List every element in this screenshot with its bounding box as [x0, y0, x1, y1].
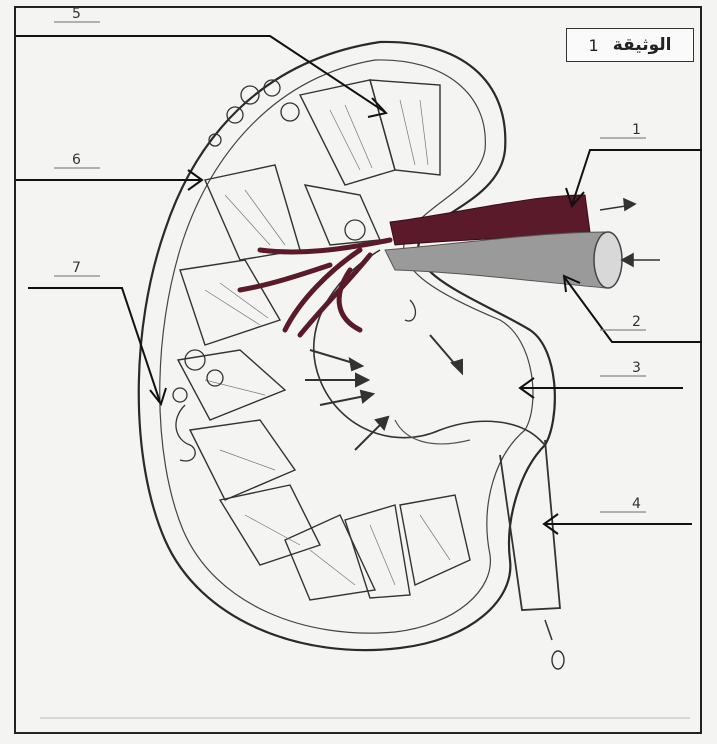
label-3: 3 — [632, 360, 641, 376]
label-6: 6 — [72, 152, 81, 168]
label-4: 4 — [632, 496, 641, 512]
label-2: 2 — [632, 314, 641, 330]
urine-drop — [552, 651, 564, 669]
renal-vein-opening — [594, 232, 622, 288]
kidney-capsule — [139, 42, 555, 650]
ureter-flow-arrow — [545, 620, 552, 640]
arterial-branches — [240, 240, 390, 335]
label-1: 1 — [632, 122, 641, 138]
renal-pyramids — [178, 80, 470, 600]
flow-arrows — [305, 335, 462, 450]
label-7: 7 — [72, 260, 81, 276]
nephron-loops — [173, 80, 415, 461]
label-5: 5 — [72, 6, 81, 22]
